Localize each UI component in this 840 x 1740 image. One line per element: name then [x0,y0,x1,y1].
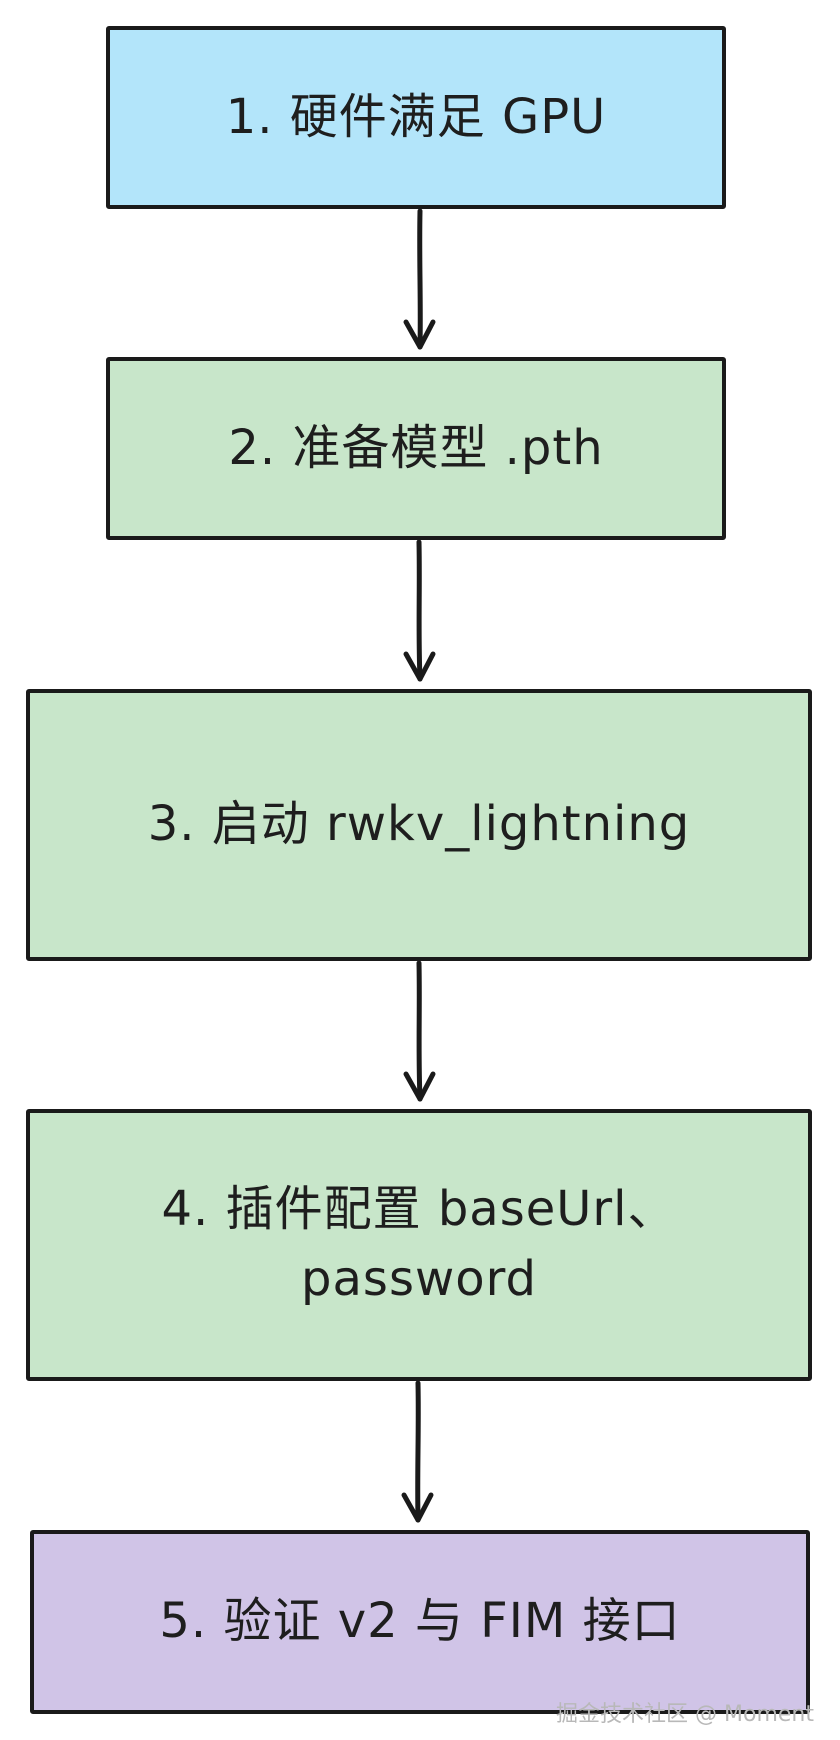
arrow-2-to-3 [403,539,436,682]
step-4-label: 4. 插件配置 baseUrl、password [161,1181,677,1307]
arrow-3-to-4 [403,960,436,1102]
step-5-label: 5. 验证 v2 与 FIM 接口 [159,1593,681,1650]
arrow-4-to-5 [401,1380,434,1523]
step-3-label: 3. 启动 rwkv_lightning [147,796,691,853]
step-1-box: 1. 硬件满足 GPU [106,26,726,209]
step-2-label: 2. 准备模型 .pth [228,419,604,476]
step-2-box: 2. 准备模型 .pth [106,357,726,540]
watermark: 掘金技术社区 @ Moment [556,1702,814,1727]
step-5-box: 5. 验证 v2 与 FIM 接口 [30,1530,810,1714]
step-3-box: 3. 启动 rwkv_lightning [26,689,812,961]
step-4-box: 4. 插件配置 baseUrl、password [26,1109,812,1381]
arrow-1-to-2 [403,208,436,350]
step-1-label: 1. 硬件满足 GPU [225,88,607,145]
